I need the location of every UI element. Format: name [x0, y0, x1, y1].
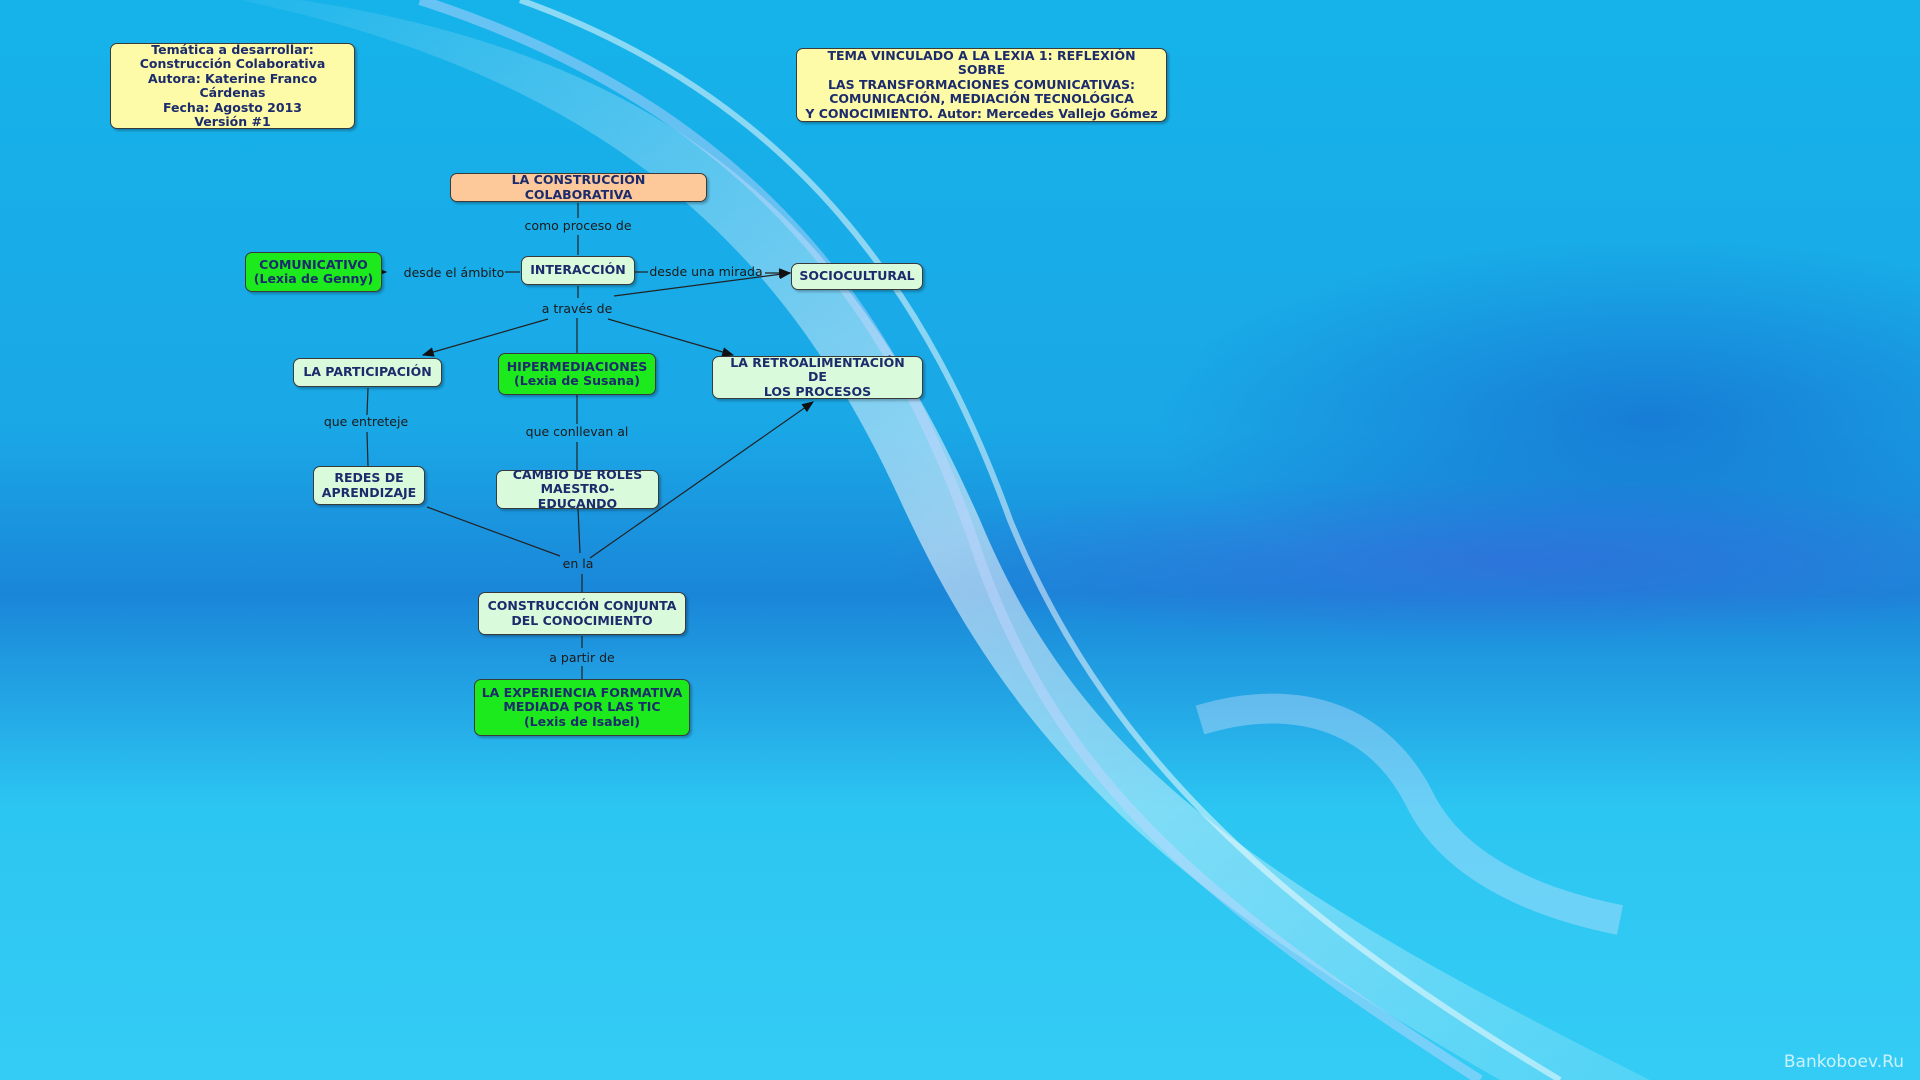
info-box: Temática a desarrollar: Construcción Col…	[110, 42, 355, 129]
link-que-conllevan: que conllevan al	[525, 424, 629, 439]
link-como-proceso: como proceso de	[524, 218, 632, 233]
concept-redes[interactable]: REDES DE APRENDIZAJE	[313, 466, 425, 505]
topic-box: TEMA VINCULADO A LA LEXIA 1: REFLEXIÓN S…	[796, 48, 1167, 122]
link-que-entreteje: que entreteje	[323, 414, 409, 429]
watermark: Bankoboev.Ru	[1783, 1052, 1904, 1072]
link-desde-ambito: desde el ámbito	[403, 265, 505, 280]
concept-participacion[interactable]: LA PARTICIPACIÓN	[293, 358, 442, 387]
concept-retroalimentacion[interactable]: LA RETROALIMENTACIÓN DE LOS PROCESOS	[712, 355, 923, 399]
concept-hipermediaciones[interactable]: HIPERMEDIACIONES (Lexia de Susana)	[498, 353, 656, 395]
concept-root[interactable]: LA CONSTRUCCIÓN COLABORATIVA	[450, 172, 707, 202]
concept-cambio[interactable]: CAMBIO DE ROLES MAESTRO-EDUCANDO	[496, 467, 659, 511]
concept-interaccion[interactable]: INTERACCIÓN	[521, 256, 635, 285]
link-desde-mirada: desde una mirada	[649, 264, 763, 279]
concept-comunicativo[interactable]: COMUNICATIVO (Lexia de Genny)	[245, 252, 382, 292]
concept-sociocultural[interactable]: SOCIOCULTURAL	[791, 263, 923, 290]
concept-conjunta[interactable]: CONSTRUCCIÓN CONJUNTA DEL CONOCIMIENTO	[478, 592, 686, 635]
concept-experiencia[interactable]: LA EXPERIENCIA FORMATIVA MEDIADA POR LAS…	[474, 679, 690, 736]
link-en-la: en la	[562, 556, 594, 571]
link-a-partir: a partir de	[549, 650, 615, 665]
link-a-traves: a través de	[541, 301, 613, 316]
